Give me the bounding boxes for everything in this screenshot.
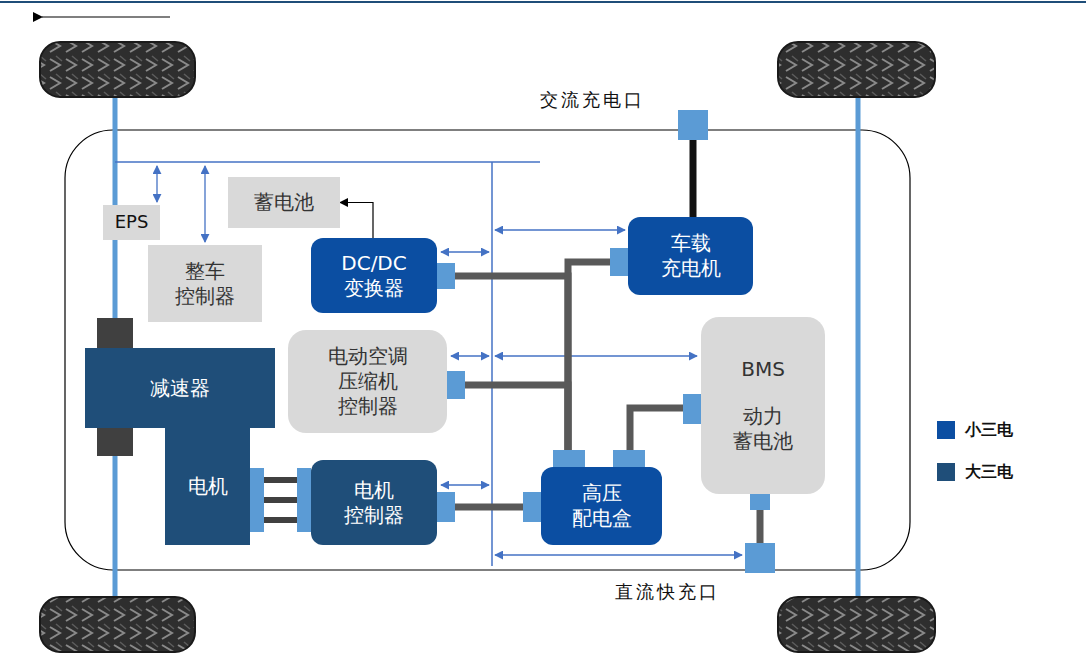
legend-entry: 大三电 [937, 460, 1013, 484]
component-box: 蓄电池 [228, 177, 340, 228]
high-voltage-cable [437, 276, 568, 467]
signal-arrow [451, 355, 489, 356]
node-label: 动力 蓄电池 [728, 404, 798, 454]
high-voltage-cable [447, 385, 568, 467]
node-label: 蓄电池 [254, 190, 314, 215]
axle-joint [97, 318, 133, 348]
big-three-box: 电机 控制器 [311, 460, 437, 545]
node-content: 车载 充电机 [628, 217, 753, 295]
legend-entry: 小三电 [937, 418, 1013, 442]
node-label: 整车 控制器 [170, 259, 240, 309]
node-label: DC/DC 变换器 [329, 251, 419, 301]
node-content: 电动空调 压缩机 控制器 [288, 330, 447, 433]
node-content: BMS 动力 蓄电池 [701, 317, 825, 494]
node-label: 高压 配电盒 [567, 481, 637, 531]
node-label: EPS [115, 211, 149, 234]
signal-bus [115, 161, 540, 163]
node-label: 电机 [188, 474, 228, 499]
node-label: 减速器 [150, 376, 210, 401]
node-content: 电机 [165, 427, 250, 545]
signal-arrow [156, 166, 157, 202]
high-voltage-cable [568, 262, 628, 467]
signal-arrow [204, 166, 205, 242]
connector-port [437, 492, 455, 522]
connector-port [683, 394, 701, 424]
legend-label: 小三电 [965, 420, 1013, 441]
connector-port [297, 468, 311, 532]
port-label: 直流快充口 [615, 580, 720, 604]
node-content: 蓄电池 [228, 177, 340, 228]
tire [778, 42, 935, 97]
tire [778, 597, 935, 652]
connector-port [250, 468, 264, 532]
small-three-box: 车载 充电机 [628, 217, 753, 295]
connector-port [437, 263, 455, 289]
component-box: 电动空调 压缩机 控制器 [288, 330, 447, 433]
node-content: EPS [103, 205, 160, 240]
node-label: 车载 充电机 [656, 231, 726, 281]
connector-port [750, 494, 770, 510]
small-three-box: 高压 配电盒 [541, 467, 662, 545]
port-label: 交流充电口 [540, 88, 645, 112]
node-label: 电机 控制器 [339, 478, 409, 528]
component-box: EPS [103, 205, 160, 240]
connector-port [613, 450, 645, 467]
node-content: 减速器 [85, 348, 275, 428]
connector-port [523, 492, 541, 522]
node-content: DC/DC 变换器 [311, 238, 437, 313]
axle [856, 98, 861, 600]
tire [40, 42, 195, 97]
tire [40, 42, 935, 652]
node-label: 电动空调 压缩机 控制器 [323, 344, 413, 419]
legend-swatch [937, 421, 955, 439]
connector-port [447, 371, 465, 399]
header-rule [0, 2, 1086, 17]
battery-box: BMS 动力 蓄电池 [701, 317, 825, 494]
header-rule [0, 1, 1086, 3]
signal-arrow [495, 229, 625, 230]
signal-arrow [495, 554, 742, 555]
legend-label: 大三电 [965, 462, 1013, 483]
legend-swatch [937, 463, 955, 481]
signal-arrow [441, 484, 489, 485]
ac-charge-cable [690, 140, 697, 217]
connector-port [610, 248, 628, 276]
small-three-box: DC/DC 变换器 [311, 238, 437, 313]
charging-port: 直流快充口 [745, 543, 775, 573]
connector-port [553, 450, 585, 467]
node-label: BMS [741, 357, 785, 382]
signal-arrow [441, 251, 489, 252]
axle-joint [97, 428, 133, 456]
big-three-box: 减速器 [85, 348, 275, 428]
node-content: 高压 配电盒 [541, 467, 662, 545]
low-voltage-wire [340, 203, 373, 239]
car-body [65, 130, 910, 570]
node-content: 整车 控制器 [148, 245, 262, 322]
signal-arrow [495, 355, 697, 356]
tire [40, 597, 195, 652]
charging-port: 交流充电口 [678, 110, 708, 140]
node-content: 电机 控制器 [311, 460, 437, 545]
header-rule [42, 16, 170, 17]
big-three-box: 电机 [165, 427, 250, 545]
component-box: 整车 控制器 [148, 245, 262, 322]
car-body [65, 130, 910, 570]
legend: 小三电大三电 [937, 418, 1013, 502]
